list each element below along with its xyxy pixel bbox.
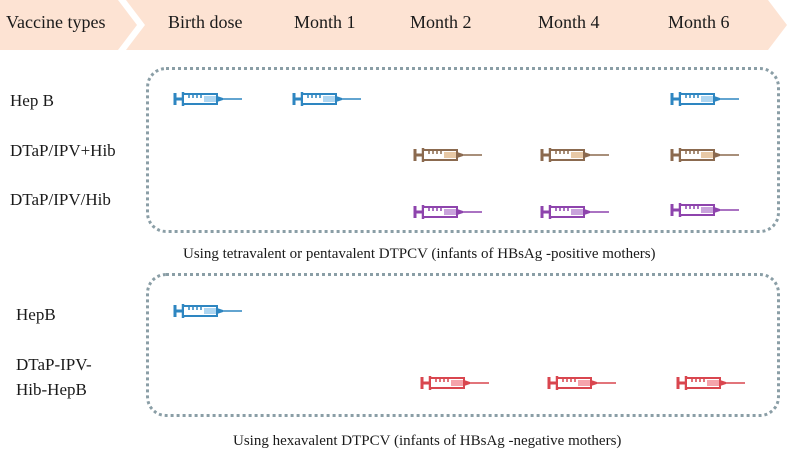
syringe-icon: [413, 205, 482, 219]
hexavalent-schedule-box: [146, 273, 780, 417]
header-vaccine-types: Vaccine types: [6, 12, 106, 32]
syringe-icon: [676, 376, 745, 390]
header-first-chevron: [0, 0, 137, 50]
header-month-6: Month 6: [668, 12, 730, 32]
header-banner: [0, 0, 787, 50]
header-month-2: Month 2: [410, 12, 472, 32]
caption-tetravalent: Using tetravalent or pentavalent DTPCV (…: [183, 246, 656, 262]
header-month-1: Month 1: [294, 12, 356, 32]
syringe-icon: [670, 92, 739, 106]
syringe-icon: [547, 376, 616, 390]
syringe-icon: [540, 205, 609, 219]
syringe-icon: [173, 92, 242, 106]
row-label-hexavalent-line-1: DTaP-IPV-: [16, 355, 92, 374]
syringe-icon: [540, 148, 609, 162]
header-birth-dose: Birth dose: [168, 12, 243, 32]
syringe-icon: [420, 376, 489, 390]
header-month-4: Month 4: [538, 12, 600, 32]
row-label-hexavalent-line-2: Hib-HepB: [16, 380, 87, 399]
caption-hexavalent: Using hexavalent DTPCV (infants of HBsAg…: [233, 433, 622, 449]
row-label-dtap-ipv-hib: DTaP/IPV/Hib: [10, 190, 111, 209]
row-label-hepb: HepB: [16, 305, 56, 324]
syringe-icon: [670, 148, 739, 162]
tetravalent-schedule-box: [146, 67, 780, 233]
row-label-dtap-ipv-plus-hib: DTaP/IPV+Hib: [10, 141, 116, 160]
syringe-icon: [173, 304, 242, 318]
row-label-hep-b: Hep B: [10, 91, 54, 110]
header-schedule-band: [126, 0, 787, 50]
syringe-icon: [670, 203, 739, 217]
syringe-icon: [413, 148, 482, 162]
syringe-icon: [292, 92, 361, 106]
